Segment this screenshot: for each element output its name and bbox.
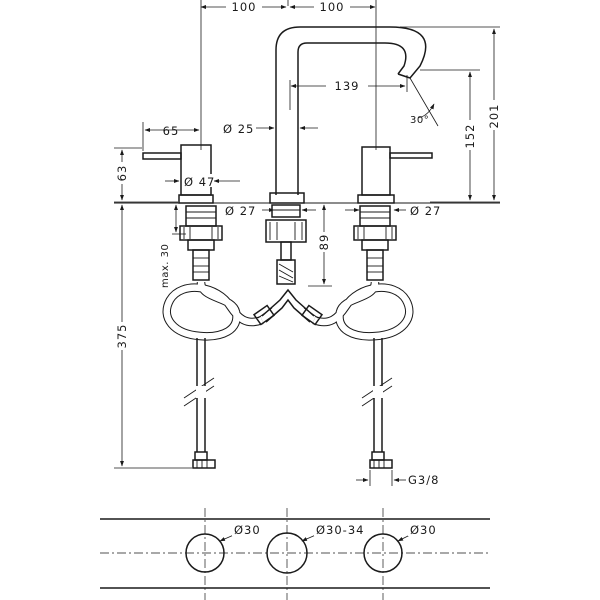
dim-left-to-center: 100 bbox=[232, 0, 257, 14]
dim-center-to-right: 100 bbox=[320, 0, 345, 14]
dim-spout-reach: 139 bbox=[289, 75, 408, 110]
dim-spout-diameter-label: Ø 25 bbox=[223, 122, 254, 136]
deck-top-view: Ø30 Ø30-34 Ø30 bbox=[100, 508, 490, 600]
dim-spout-angle: 30° bbox=[409, 77, 439, 127]
dim-rosette-diameter-label: Ø 47 bbox=[184, 175, 215, 189]
spout bbox=[269, 26, 427, 204]
center-valve-body bbox=[265, 204, 307, 285]
dim-heights: 152 201 bbox=[400, 26, 501, 203]
deck-hole-center bbox=[266, 532, 308, 574]
supply-pipes bbox=[183, 338, 393, 469]
right-handle bbox=[357, 146, 433, 204]
dim-max-deck-label: max. 30 bbox=[160, 244, 171, 288]
dim-connection: G3/8 bbox=[356, 470, 439, 487]
dim-max-deck: max. 30 bbox=[160, 204, 186, 288]
dim-connection-label: G3/8 bbox=[408, 473, 439, 487]
dim-spout-reach-label: 139 bbox=[335, 79, 360, 93]
deck-hole-left-label: Ø30 bbox=[234, 523, 261, 537]
dim-spout-angle-label: 30° bbox=[410, 115, 429, 126]
right-valve-body bbox=[353, 205, 397, 281]
dim-handle-height-label: 63 bbox=[115, 165, 129, 182]
deck-hole-right-label: Ø30 bbox=[410, 523, 437, 537]
dim-right-hole: Ø 27 bbox=[410, 204, 441, 218]
hoses bbox=[162, 281, 414, 341]
dim-hole-diameters: Ø 27 Ø 27 bbox=[225, 204, 441, 218]
dim-rosette-diameter: Ø 47 bbox=[165, 174, 240, 189]
dim-valve-depth-label: 89 bbox=[317, 234, 331, 251]
deck-hole-center-label: Ø30-34 bbox=[316, 523, 364, 537]
dim-handle-length-label: 65 bbox=[163, 124, 180, 138]
dim-left-hole: Ø 27 bbox=[225, 204, 256, 218]
dim-valve-depth: 89 bbox=[308, 204, 332, 287]
deck-hole-left bbox=[185, 533, 225, 573]
dim-hose-length: 375 bbox=[114, 204, 192, 469]
dim-handle-length: 65 bbox=[142, 122, 200, 151]
dim-hose-length-label: 375 bbox=[115, 324, 129, 349]
dim-total-height: 201 bbox=[487, 104, 501, 129]
dim-handle-height: 63 bbox=[114, 147, 178, 203]
left-valve-body bbox=[179, 205, 223, 281]
deck-hole-right bbox=[363, 533, 403, 573]
dim-spout-diameter: Ø 25 bbox=[223, 122, 318, 136]
dim-top-spacing: 100 100 bbox=[200, 0, 377, 150]
dim-outlet-height: 152 bbox=[463, 124, 477, 149]
